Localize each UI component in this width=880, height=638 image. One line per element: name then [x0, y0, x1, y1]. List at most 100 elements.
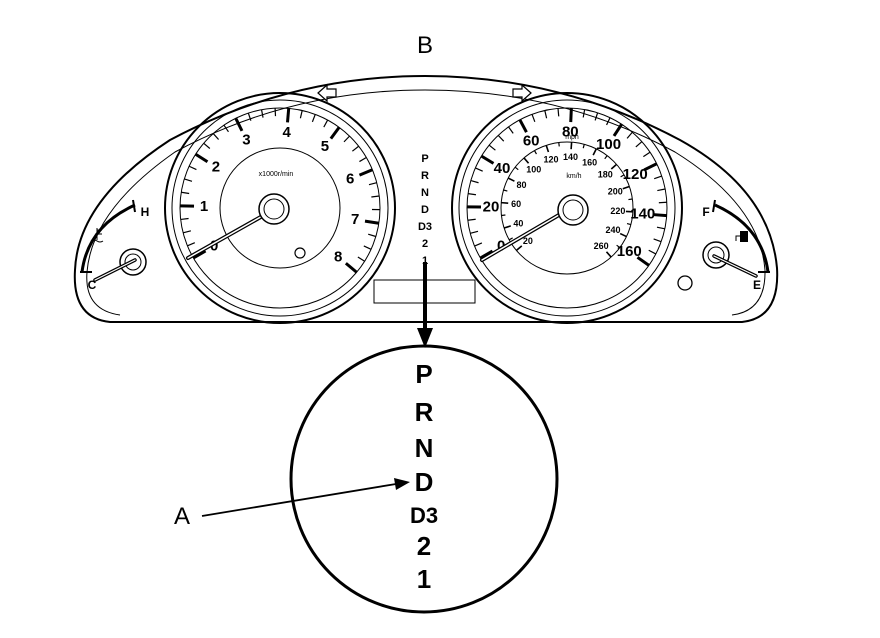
speedometer-mph-tick [467, 218, 476, 221]
speedometer-kmh-tick [507, 177, 515, 182]
coolant-temp-icon [90, 228, 104, 243]
speedometer-kmh-tick [610, 163, 618, 170]
speedometer-kmh-number: 40 [513, 218, 523, 228]
speedometer-kmh-tick [508, 237, 513, 241]
speedometer-mph-tick [544, 110, 548, 119]
speedometer-mph-tick [557, 108, 560, 117]
temperature-gauge: H C [80, 199, 149, 292]
speedometer-mph-tick [653, 238, 662, 243]
speedometer-kmh-tick [626, 222, 632, 226]
speedometer-kmh-tick [582, 144, 585, 149]
tachometer-tick [260, 109, 264, 118]
speedometer-mph-number: 40 [494, 160, 511, 177]
gear-detail-letter: P [415, 359, 432, 389]
speedometer-kmh-tick [605, 251, 612, 258]
tachometer-tick [299, 110, 303, 119]
gear-indicator-letter: D [421, 204, 429, 216]
tachometer-tick [180, 217, 189, 221]
tachometer-tick [223, 124, 229, 133]
speedometer-kmh-number: 180 [598, 169, 613, 179]
tachometer-tick [192, 249, 207, 260]
speedometer-mph-tick [657, 188, 666, 192]
speedometer-kmh-tick [503, 189, 508, 192]
speedometer-kmh-number: 80 [517, 180, 527, 190]
callout-a: A [174, 503, 190, 530]
fuel-gauge: F E [702, 199, 770, 292]
speedometer-mph-tick [508, 126, 514, 134]
speedometer-mph-number: 140 [630, 205, 655, 222]
detail-leader-arrow [417, 262, 433, 348]
speedometer-kmh-tick [514, 166, 519, 171]
speedometer-mph-number: 80 [562, 124, 579, 141]
gear-detail-letter: D [415, 467, 434, 497]
speedometer-mph-tick [612, 123, 623, 137]
tachometer-tick [329, 126, 341, 140]
speedometer-mph-tick [474, 242, 483, 247]
turn-signal-left-icon [317, 83, 337, 103]
tachometer-reset-knob [294, 247, 306, 259]
tachometer-tick [184, 178, 193, 182]
cluster-housing [73, 74, 779, 323]
speedometer-mph-tick [467, 193, 477, 196]
tachometer-tick [188, 165, 197, 171]
callout-a-pointer [201, 478, 410, 517]
tachometer-ticks [179, 108, 380, 274]
gear-detail-letter: N [415, 433, 434, 463]
tachometer-tick [187, 242, 196, 247]
speedometer-kmh-tick [545, 145, 550, 153]
tachometer-tick [286, 108, 291, 123]
tachometer-tick [323, 119, 329, 128]
speedometer-mph-tick [652, 213, 667, 218]
tachometer-number: 5 [321, 138, 329, 155]
gear-detail-letter: D3 [410, 503, 438, 528]
speedometer-kmh-tick [515, 245, 523, 252]
gear-indicator-letter: 1 [422, 255, 428, 267]
speedometer-mph-tick [636, 256, 650, 267]
speedometer-kmh-tick [622, 185, 630, 190]
speedometer-kmh-number: 20 [523, 236, 533, 246]
tachometer-tick [181, 191, 190, 195]
gear-indicator-letter: 2 [422, 238, 428, 250]
speedometer-kmh-tick [628, 198, 633, 201]
speedometer-mph-number: 0 [497, 238, 505, 255]
gear-detail-circle [289, 344, 559, 614]
speedometer-mph-tick [635, 141, 643, 148]
trip-reset-knob [677, 275, 693, 291]
speedometer-mph-tick [480, 154, 495, 165]
speedometer-mph-tick [569, 108, 573, 123]
tachometer-number: 7 [351, 211, 359, 228]
tachometer-number: 4 [282, 124, 291, 141]
speedometer-kmh-tick [604, 155, 608, 160]
speedometer-kmh-tick [523, 157, 530, 164]
speedometer-mph-tick [606, 117, 611, 126]
speedometer-mph-number: 60 [523, 132, 540, 149]
speedometer-mph-number: 100 [596, 136, 621, 153]
turn-signal-right-icon [512, 83, 532, 103]
speedometer-mph-tick [656, 226, 665, 230]
speedometer-mph-tick [475, 167, 483, 172]
speedometer-kmh-number: 120 [543, 155, 558, 165]
tachometer-number: 2 [212, 159, 220, 176]
speedometer-mph-number: 20 [483, 199, 500, 216]
speedometer-unit-mph: mph [565, 134, 579, 141]
fuel-full-label: F [702, 205, 709, 219]
tachometer-number: 0 [210, 238, 218, 255]
tachometer-tick [194, 153, 209, 164]
speedometer-kmh-tick [616, 244, 621, 249]
tachometer-tick [247, 112, 252, 121]
tachometer-tick [311, 114, 316, 123]
speedometer-mph-tick [643, 162, 658, 172]
speedometer-mph-tick [594, 112, 599, 121]
tachometer-number: 8 [334, 248, 342, 265]
speedometer-kmh-number: 160 [582, 157, 597, 167]
gear-detail-letter: 1 [417, 564, 431, 594]
speedometer-kmh-number: 240 [605, 225, 620, 235]
speedometer-mph-tick [488, 144, 496, 151]
tachometer-number: 6 [346, 170, 354, 187]
speedometer-mph-tick [531, 114, 536, 123]
speedometer-mph-tick [643, 151, 651, 158]
